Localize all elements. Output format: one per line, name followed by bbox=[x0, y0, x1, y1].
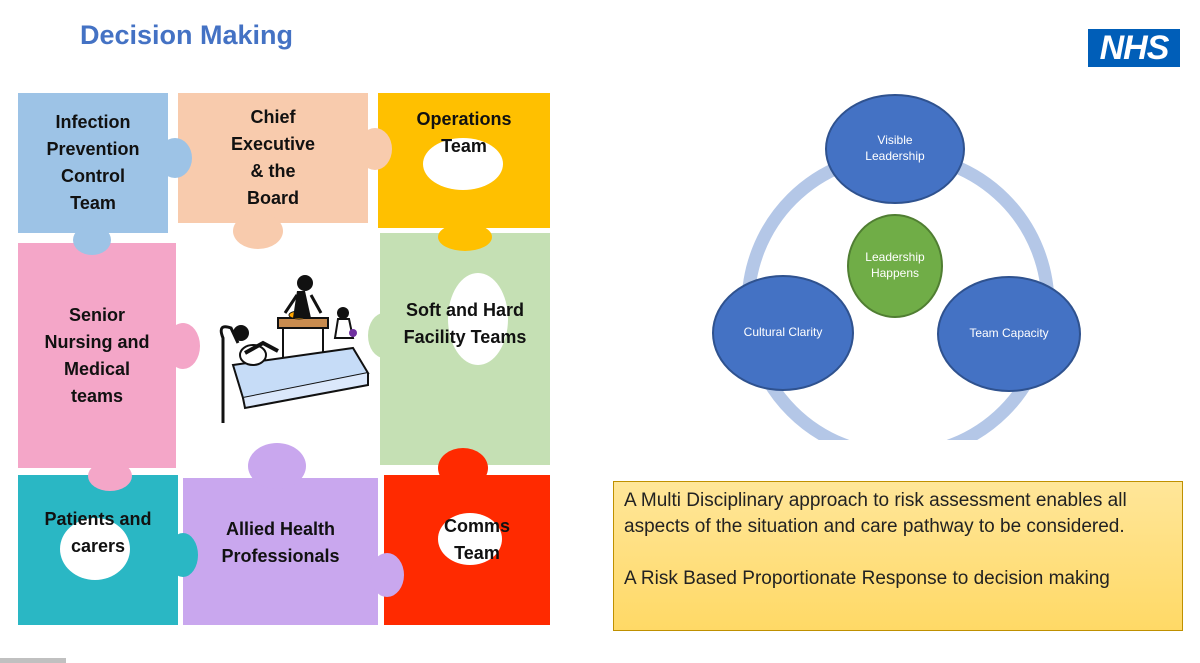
page-title: Decision Making bbox=[80, 20, 294, 50]
corner-mark bbox=[0, 658, 66, 663]
puzzle-label: Soft and Hard Facility Teams bbox=[403, 300, 527, 347]
cycle-center-leadership-happens: Leadership Happens bbox=[847, 214, 943, 318]
puzzle-piece-operations: Operations Team bbox=[378, 93, 550, 228]
puzzle-knob bbox=[166, 323, 200, 369]
puzzle-label: Chief Executive & the Board bbox=[230, 107, 316, 208]
puzzle-knob bbox=[248, 443, 306, 489]
puzzle-label: Allied Health Professionals bbox=[221, 518, 340, 566]
puzzle-knob bbox=[88, 461, 132, 491]
puzzle-knob bbox=[168, 533, 198, 577]
puzzle-label: Infection Prevention Control Team bbox=[46, 112, 140, 213]
puzzle-grid: Infection Prevention Control Team Chief … bbox=[18, 93, 550, 625]
node-label: Visible Leadership bbox=[865, 133, 925, 163]
puzzle-piece-patients-carers: Patients and carers bbox=[18, 475, 178, 625]
summary-paragraph-2: A Risk Based Proportionate Response to d… bbox=[624, 568, 1110, 590]
puzzle-piece-allied-health: Allied Health Professionals bbox=[183, 478, 378, 625]
puzzle-knob bbox=[438, 223, 492, 251]
summary-paragraph-1: A Multi Disciplinary approach to risk as… bbox=[624, 490, 1127, 538]
puzzle-piece-senior-nursing: Senior Nursing and Medical teams bbox=[18, 243, 176, 468]
puzzle-piece-comms-team: Comms Team bbox=[384, 475, 550, 625]
puzzle-piece-infection-prevention: Infection Prevention Control Team bbox=[18, 93, 168, 233]
cycle-node-visible-leadership: Visible Leadership bbox=[825, 94, 965, 204]
node-label: Cultural Clarity bbox=[743, 325, 823, 340]
summary-textbox: A Multi Disciplinary approach to risk as… bbox=[613, 481, 1183, 631]
puzzle-knob bbox=[358, 128, 392, 170]
puzzle-knob bbox=[233, 213, 283, 249]
puzzle-label: Senior Nursing and Medical teams bbox=[44, 304, 150, 406]
puzzle-hole bbox=[60, 518, 130, 580]
puzzle-hole bbox=[423, 138, 503, 190]
puzzle-knob bbox=[438, 448, 488, 488]
puzzle-knob bbox=[370, 553, 404, 597]
puzzle-piece-chief-executive: Chief Executive & the Board bbox=[178, 93, 368, 223]
puzzle-label: Operations Team bbox=[416, 109, 512, 156]
cycle-node-team-capacity: Team Capacity bbox=[937, 276, 1081, 392]
leadership-cycle-diagram: Visible Leadership Cultural Clarity Team… bbox=[700, 94, 1100, 440]
node-label: Team Capacity bbox=[969, 326, 1049, 341]
puzzle-knob bbox=[73, 225, 111, 255]
puzzle-knob bbox=[158, 138, 192, 178]
puzzle-hole bbox=[448, 273, 508, 365]
puzzle-piece-facility-teams: Soft and Hard Facility Teams bbox=[380, 233, 550, 465]
nhs-logo: NHS bbox=[1088, 29, 1180, 67]
puzzle-knob bbox=[368, 313, 400, 358]
puzzle-hole bbox=[263, 153, 319, 185]
puzzle-hole bbox=[438, 513, 502, 565]
cycle-node-cultural-clarity: Cultural Clarity bbox=[712, 275, 854, 391]
center-label: Leadership Happens bbox=[865, 250, 925, 280]
puzzle-label: Comms Team bbox=[443, 516, 510, 563]
hospital-bed-illustration bbox=[219, 275, 370, 423]
puzzle-label: Patients and carers bbox=[44, 508, 152, 556]
